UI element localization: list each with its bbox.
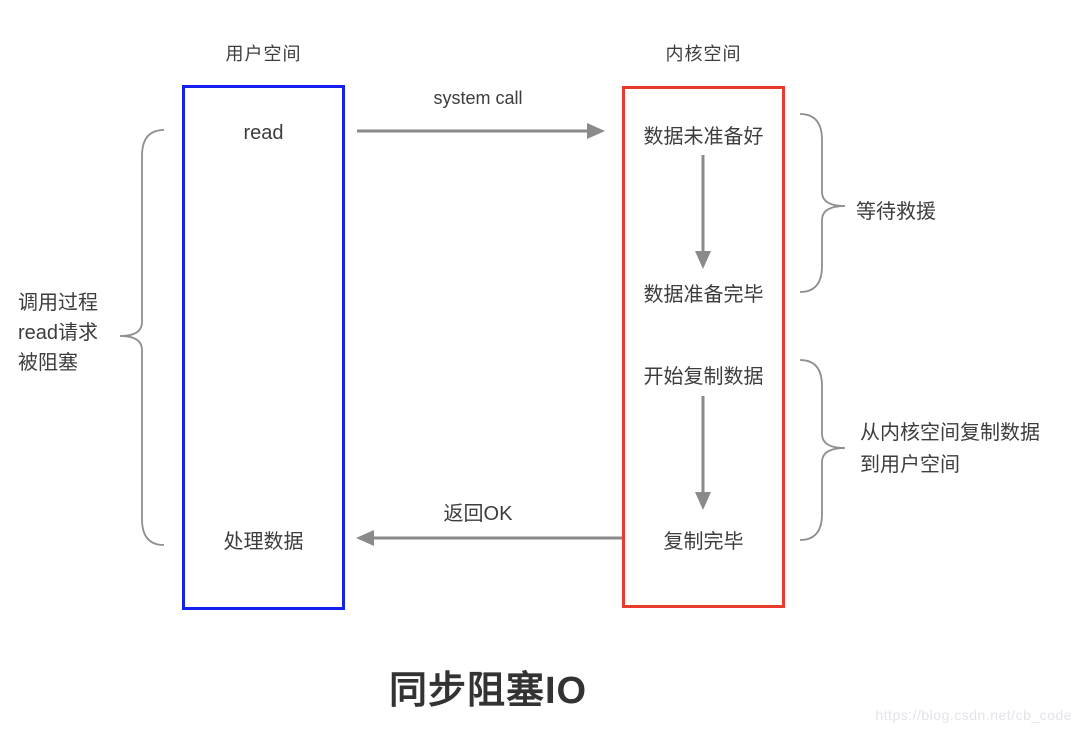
copy-brace (799, 359, 846, 541)
waiting-brace (799, 113, 846, 293)
return-ok-arrow (356, 530, 622, 546)
copy-annotation-line: 从内核空间复制数据 (860, 422, 1040, 444)
blocked-annotation-line: 被阻塞 (18, 352, 78, 374)
node-copy-done: 复制完毕 (663, 531, 744, 553)
blocked-brace (119, 129, 165, 546)
watermark: https://blog.csdn.net/cb_code (875, 707, 1072, 723)
blocked-annotation-line: read请求 (18, 322, 99, 344)
return-ok-label: 返回OK (443, 503, 513, 525)
user-space-label: 用户空间 (225, 44, 302, 64)
diagram-title: 同步阻塞IO (388, 670, 588, 712)
system-call-arrow (357, 123, 605, 139)
kernel-space-label: 内核空间 (665, 44, 742, 64)
copy-annotation: 从内核空间复制数据 到用户空间 (860, 417, 1080, 481)
blocked-annotation: 调用过程 read请求 被阻塞 (18, 288, 98, 378)
node-start-copy: 开始复制数据 (643, 366, 764, 388)
node-process-data: 处理数据 (223, 531, 304, 553)
copy-annotation-line: 到用户空间 (860, 454, 960, 476)
node-data-ready: 数据准备完毕 (643, 284, 764, 306)
waiting-annotation: 等待救援 (856, 201, 936, 223)
blocked-annotation-line: 调用过程 (18, 292, 98, 314)
node-data-not-ready: 数据未准备好 (643, 126, 764, 148)
node-read: read (243, 122, 284, 144)
user-space-box (182, 85, 345, 610)
system-call-label: system call (433, 88, 523, 108)
